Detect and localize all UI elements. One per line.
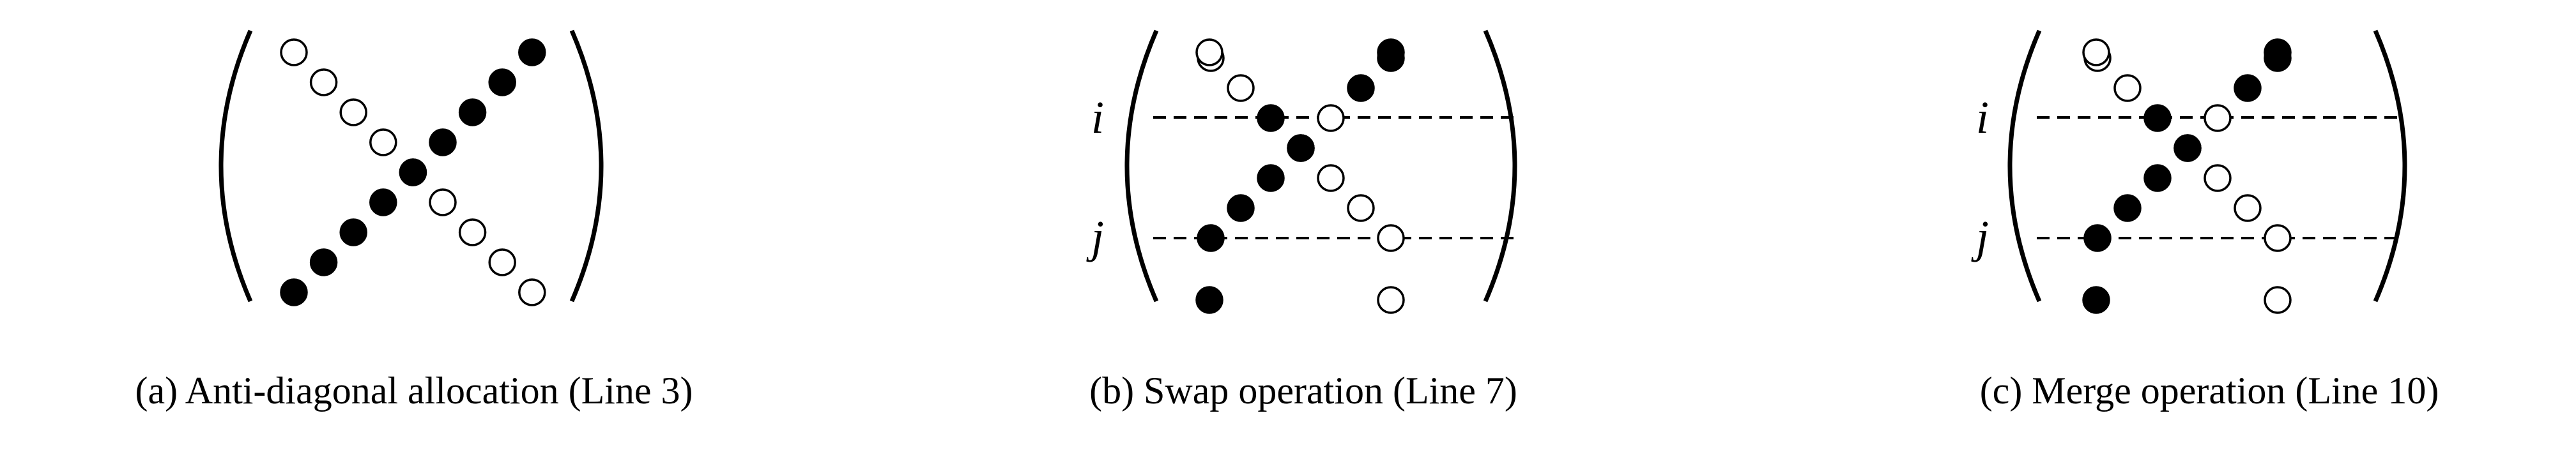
filled-dot [2174,134,2202,162]
hollow-dot [1317,164,1345,192]
hollow-dot [458,218,487,246]
right-paren [1483,29,1517,303]
filled-dot [1197,224,1225,252]
filled-dot [1227,194,1255,222]
hollow-dot [518,278,546,306]
caption-panel-a: (a) Anti-diagonal allocation (Line 3) [135,370,693,412]
filled-dot [280,278,308,306]
matrix-dots [1195,38,1405,314]
hollow-dot [2082,38,2110,66]
filled-dot [1347,74,1375,102]
filled-dot [429,128,457,156]
hollow-dot [339,98,367,126]
row-label-i: i [1976,92,1989,143]
hollow-dot [280,38,308,66]
filled-dot [1377,38,1405,66]
right-paren [2373,29,2407,303]
hollow-dot [1377,286,1405,314]
filled-dot [458,98,487,126]
filled-dot [1287,134,1315,162]
filled-dot [2234,74,2262,102]
hollow-dot [309,68,338,96]
panel-b-swap: i j (b) Swap operation (Line 7) [1086,29,1517,412]
filled-dot [488,68,516,96]
filled-dot [399,158,427,186]
left-paren [2007,29,2042,303]
filled-dot [2143,104,2172,132]
hollow-dot [2204,104,2232,132]
filled-dot [1257,164,1285,192]
matrix-dots [2082,38,2292,314]
filled-dot [339,218,367,246]
hollow-dot [2113,74,2142,102]
row-label-j: j [1971,211,1989,262]
filled-dot [2113,194,2142,222]
caption-panel-c: (c) Merge operation (Line 10) [1980,370,2439,412]
filled-dot [1195,286,1223,314]
filled-dot [2082,286,2110,314]
hollow-dot [369,128,397,156]
hollow-dot [1347,194,1375,222]
matrix-dots [280,38,546,306]
hollow-dot [1195,38,1223,66]
left-paren [218,29,253,303]
hollow-dot [2234,194,2262,222]
row-label-i: i [1091,92,1104,143]
right-paren [569,29,604,303]
filled-dot [2143,164,2172,192]
hollow-dot [2204,164,2232,192]
panel-a-anti-diagonal: (a) Anti-diagonal allocation (Line 3) [135,29,693,412]
hollow-dot [429,188,457,216]
filled-dot [1257,104,1285,132]
filled-dot [2083,224,2112,252]
filled-dot [2264,38,2292,66]
filled-dot [309,248,338,276]
hollow-dot [2264,286,2292,314]
hollow-dot [1227,74,1255,102]
filled-dot [369,188,397,216]
row-label-j: j [1086,211,1104,262]
hollow-dot [1317,104,1345,132]
panel-c-merge: i j (c) Merge operation (Line 10) [1971,29,2439,412]
hollow-dot [488,248,516,276]
caption-panel-b: (b) Swap operation (Line 7) [1089,370,1517,412]
hollow-dot [2264,224,2292,252]
left-paren [1124,29,1159,303]
filled-dot [518,38,546,66]
hollow-dot [1377,224,1405,252]
